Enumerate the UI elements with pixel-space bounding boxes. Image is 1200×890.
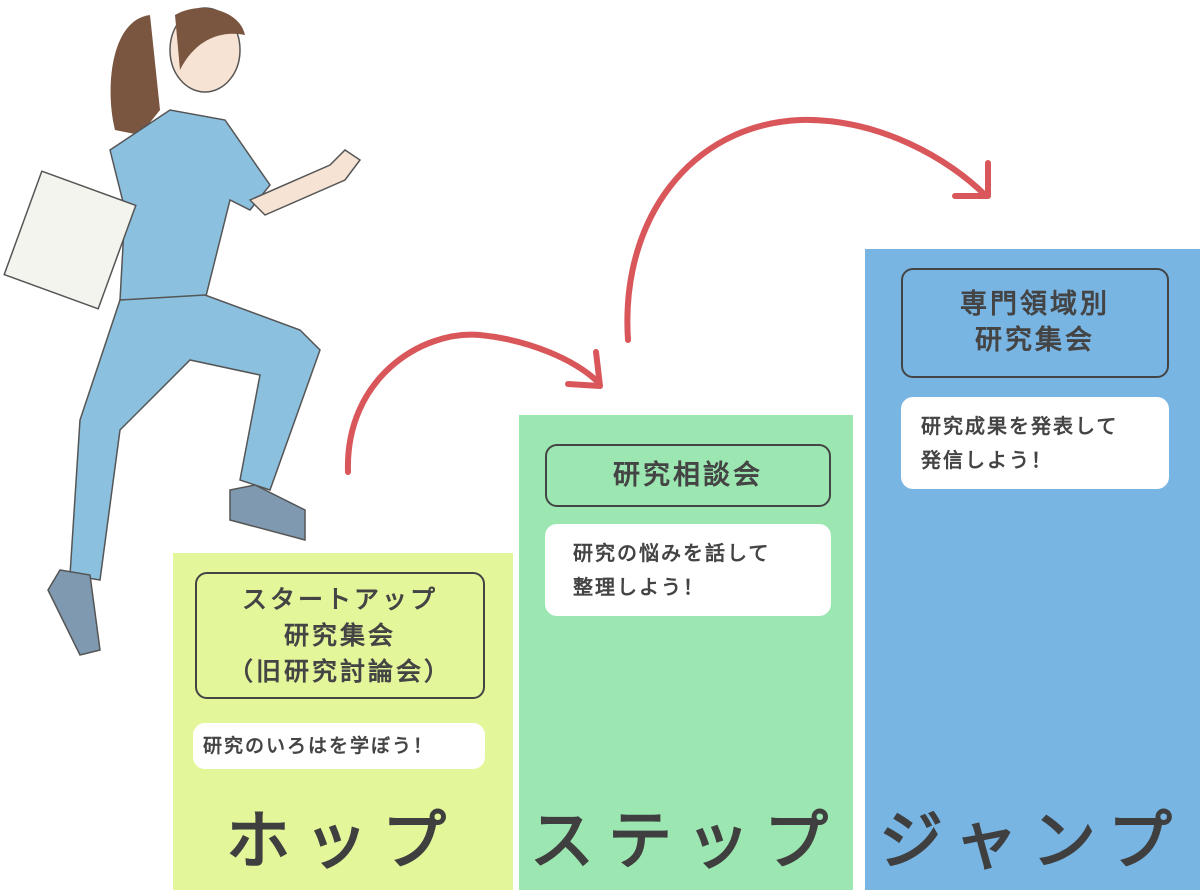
step-message: 研究の悩みを話して 整理しよう！ bbox=[545, 524, 831, 616]
step-title: 研究相談会 bbox=[545, 444, 831, 507]
step-step-column: 研究相談会 研究の悩みを話して 整理しよう！ ステップ bbox=[519, 415, 853, 890]
step-title: 専門領域別 研究集会 bbox=[901, 268, 1169, 378]
arrow-hop-to-step bbox=[344, 331, 603, 475]
running-nurse-illustration bbox=[3, 7, 362, 656]
step-message: 研究のいろはを学ぼう！ bbox=[193, 723, 485, 769]
arrow-step-to-jump bbox=[624, 116, 991, 343]
step-hop-column: スタートアップ 研究集会 （旧研究討論会） 研究のいろはを学ぼう！ ホップ bbox=[173, 553, 513, 890]
step-label: ジャンプ bbox=[879, 805, 1186, 879]
step-label: ホップ bbox=[226, 805, 460, 879]
step-jump-column: 専門領域別 研究集会 研究成果を発表して 発信しよう！ ジャンプ bbox=[865, 249, 1200, 890]
step-label: ステップ bbox=[530, 805, 842, 879]
step-message: 研究成果を発表して 発信しよう！ bbox=[901, 397, 1169, 489]
step-title: スタートアップ 研究集会 （旧研究討論会） bbox=[195, 572, 485, 699]
